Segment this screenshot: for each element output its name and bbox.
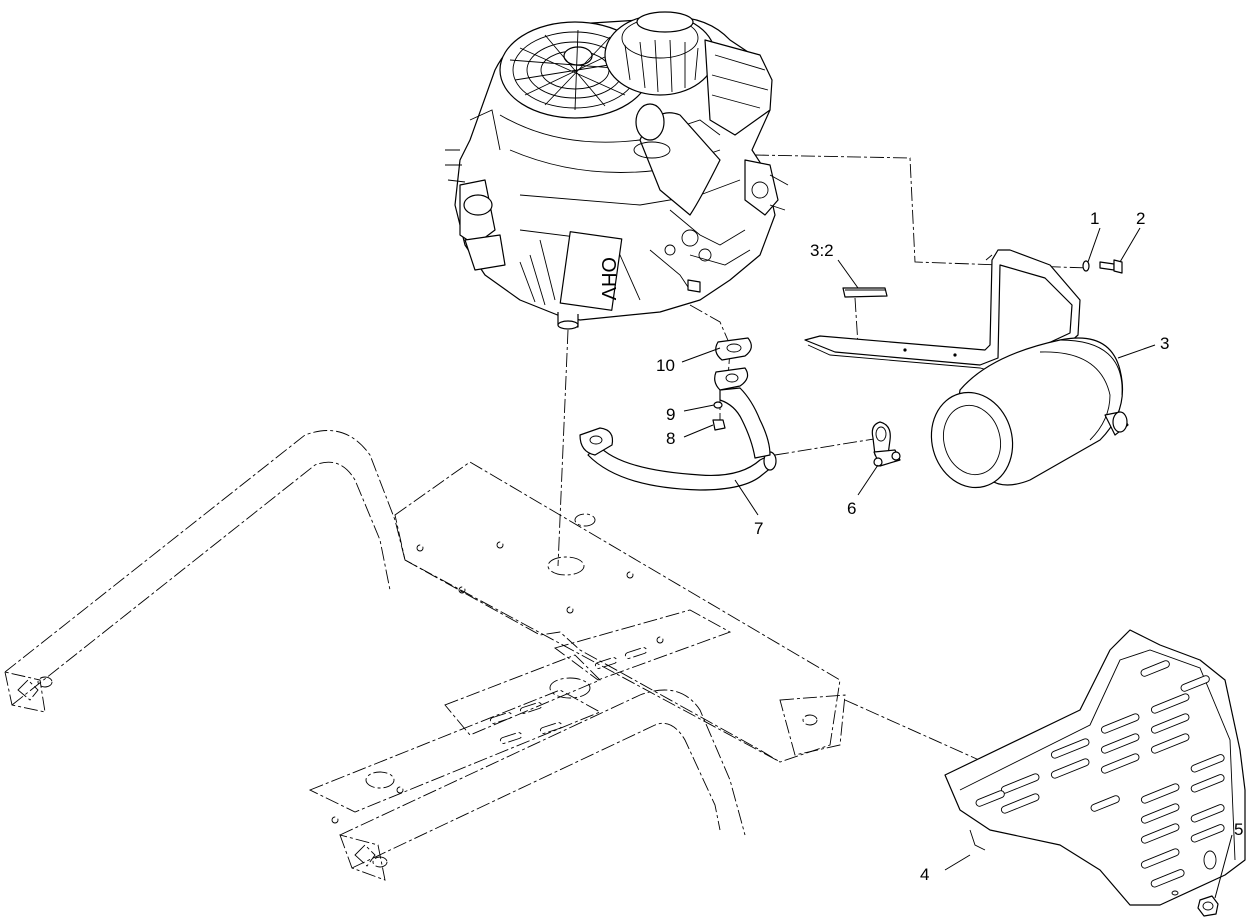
- muffler-clamp: [871, 421, 901, 467]
- muffler-assembly: [804, 249, 1129, 489]
- callout-10: 10: [656, 356, 675, 375]
- callout-3: 3: [1160, 334, 1169, 353]
- exhaust-gasket: [715, 337, 752, 361]
- mower-frame: [4, 430, 846, 881]
- exhaust-pipe: [579, 367, 777, 491]
- nut-part-8: [712, 419, 726, 431]
- callout-3-2: 3:2: [810, 241, 834, 260]
- callout-1: 1: [1090, 209, 1099, 228]
- exhaust-guard: [944, 629, 1246, 906]
- flange-bolt-part-5: [1197, 895, 1219, 917]
- bolt-part-2: [1099, 259, 1123, 274]
- callout-7: 7: [754, 519, 763, 538]
- heat-shield-pad: [842, 287, 888, 298]
- callout-6: 6: [847, 499, 856, 518]
- guard-slots: [975, 660, 1225, 896]
- callout-labels: 1 2 3 3:2 4 5 6 7 8 9 10: [656, 209, 1243, 899]
- washer-part-1: [1082, 260, 1090, 272]
- lock-washer-part-9: [713, 401, 723, 409]
- engine: OHV: [445, 11, 789, 330]
- callout-2: 2: [1136, 209, 1145, 228]
- callout-9: 9: [666, 405, 675, 424]
- callout-5: 5: [1234, 820, 1243, 839]
- engine-ohv-decal: OHV: [597, 257, 619, 301]
- callout-4: 4: [920, 865, 929, 884]
- callout-8: 8: [666, 429, 675, 448]
